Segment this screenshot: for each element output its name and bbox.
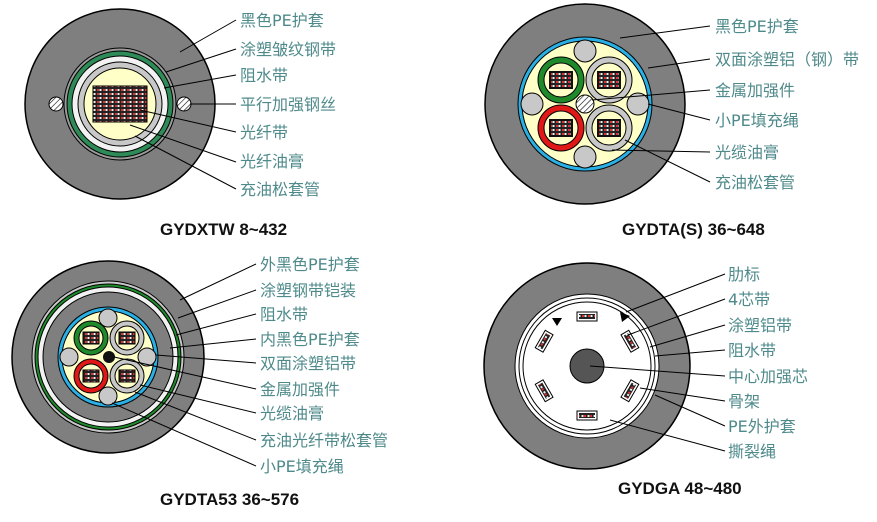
label: 金属加强件: [715, 81, 795, 100]
filler-rod: [59, 347, 79, 367]
filler-rod: [98, 386, 118, 406]
label: 光缆油膏: [260, 404, 324, 423]
label: 双面涂塑铝带: [260, 354, 356, 373]
diagram-title: GYDTA(S) 36~648: [622, 220, 765, 239]
central-strength-member: [569, 348, 605, 384]
label: 涂塑皱纹钢带: [240, 40, 336, 59]
label: 阻水带: [728, 341, 776, 360]
label: 黑色PE护套: [240, 11, 324, 30]
filler-rod: [98, 308, 118, 328]
diagram-gydta-s: 黑色PE护套 双面涂塑铝（钢）带 金属加强件 小PE填充绳 光缆油膏 充油松套管…: [484, 3, 859, 239]
rib-marker: [552, 318, 562, 326]
label: 阻水带: [240, 66, 288, 85]
label: 充油松套管: [715, 173, 795, 192]
diagram-title: GYDGA 48~480: [618, 479, 742, 498]
diagram-gydxtw: 黑色PE护套 涂塑皱纹钢带 阻水带 平行加强钢丝 光纤带 光纤油膏 充油松套管 …: [24, 8, 336, 239]
steel-wire-right: [176, 96, 192, 112]
label: 光缆油膏: [715, 143, 779, 162]
metal-strength-member: [103, 351, 115, 363]
label: 阻水带: [260, 305, 308, 324]
label: 骨架: [728, 392, 760, 411]
filler-rod: [137, 347, 157, 367]
slots: [534, 311, 640, 421]
label: 充油松套管: [240, 180, 320, 199]
label: 内黑色PE护套: [260, 330, 360, 349]
filler-rod: [573, 39, 597, 63]
label: 平行加强钢丝: [240, 95, 336, 114]
diagram-gydta53: 外黑色PE护套 涂塑钢带铠装 阻水带 内黑色PE护套 双面涂塑铝带 金属加强件 …: [11, 255, 388, 509]
diagram-title: GYDXTW 8~432: [160, 220, 287, 239]
label: 涂塑铝带: [728, 316, 792, 335]
fiber-ribbon-stack: [92, 85, 148, 123]
label: 4芯带: [728, 290, 770, 309]
rib-marker: [620, 312, 630, 322]
metal-strength-member: [575, 94, 595, 114]
label: 中心加强芯: [728, 367, 808, 386]
label: 黑色PE护套: [715, 17, 799, 36]
filler-rod: [573, 145, 597, 169]
label: 小PE填充绳: [715, 111, 799, 130]
filler-rod: [520, 92, 544, 116]
steel-wire-left: [48, 96, 64, 112]
label: 外黑色PE护套: [260, 255, 360, 274]
label: 双面涂塑铝（钢）带: [715, 50, 859, 69]
label: 光纤油膏: [240, 152, 304, 171]
label: 金属加强件: [260, 380, 340, 399]
label: 涂塑钢带铠装: [260, 281, 356, 300]
label: 撕裂绳: [728, 442, 776, 461]
diagram-title: GYDTA53 36~576: [160, 490, 299, 509]
label: 小PE填充绳: [260, 457, 344, 476]
label: PE外护套: [728, 417, 796, 436]
label: 光纤带: [240, 123, 288, 142]
label: 充油光纤带松套管: [260, 431, 388, 450]
label: 肋标: [728, 265, 760, 284]
diagram-gydga: 肋标 4芯带 涂塑铝带 阻水带 中心加强芯 骨架 PE外护套 撕裂绳 GYDGA…: [483, 262, 808, 498]
